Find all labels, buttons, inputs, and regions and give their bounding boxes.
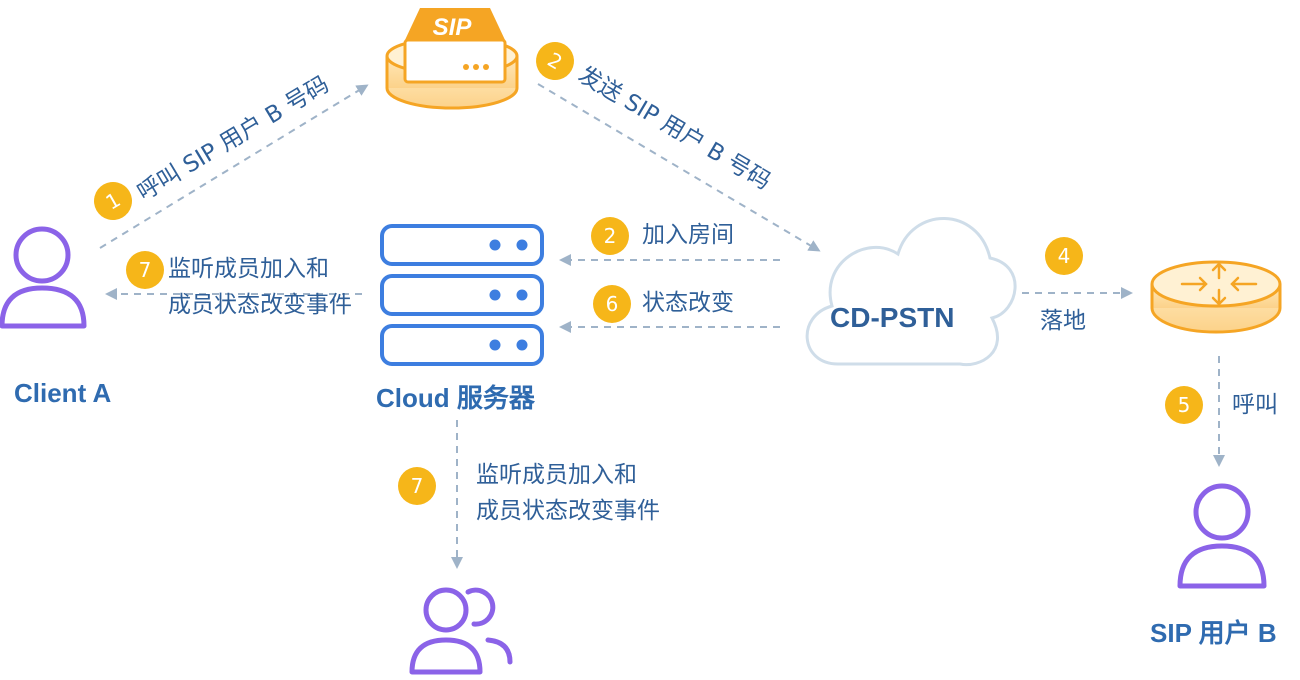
arrow-sip-to-pstn <box>537 83 821 252</box>
step-5-label: 呼叫 <box>1232 392 1278 418</box>
cloud-server-title: Cloud 服务器 <box>376 383 535 413</box>
client-a-title: Client A <box>14 378 112 408</box>
cloud-server-icon <box>380 224 544 366</box>
cd-pstn-title: CD-PSTN <box>830 302 955 333</box>
step-4-label: 落地 <box>1040 308 1086 334</box>
sip-user-b-person-icon <box>1177 483 1267 589</box>
client-a-person-icon <box>0 226 87 329</box>
step-7-client-label-line1: 监听成员加入和 <box>168 256 329 282</box>
step-5-badge: 5 <box>1165 386 1203 424</box>
step-2-join-badge: 2 <box>591 217 629 255</box>
arrow-client-to-sip <box>99 84 369 249</box>
sip-server-icon <box>385 8 519 110</box>
step-2-join-label: 加入房间 <box>642 222 734 248</box>
sip-user-b-title: SIP 用户 B <box>1150 618 1277 648</box>
step-6-label: 状态改变 <box>642 290 734 316</box>
cd-pstn-cloud-icon <box>805 217 1017 367</box>
group-users-icon <box>409 587 513 675</box>
router-icon <box>1150 260 1282 334</box>
step-7-group-label-line1: 监听成员加入和 <box>476 462 637 488</box>
step-4-badge: 4 <box>1045 237 1083 275</box>
step-6-badge: 6 <box>593 285 631 323</box>
sip-server-label: SIP <box>433 14 473 41</box>
step-7-group-label-line2: 成员状态改变事件 <box>476 498 660 524</box>
step-7-client-badge: 7 <box>126 251 164 289</box>
step-7-group-badge: 7 <box>398 467 436 505</box>
step-7-client-label-line2: 成员状态改变事件 <box>168 292 352 318</box>
